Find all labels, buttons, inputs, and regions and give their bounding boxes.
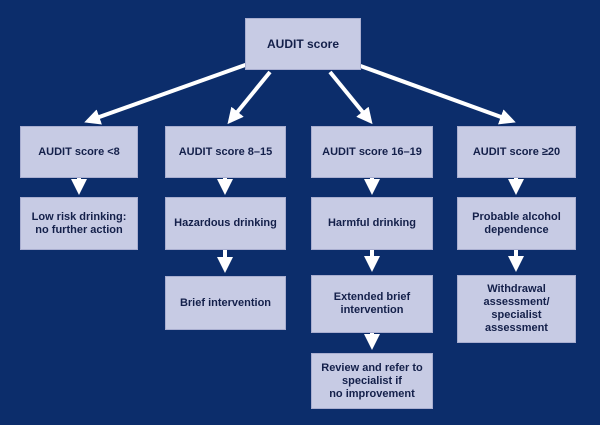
action-box-withdrawal-assessment: Withdrawal assessment/ specialist assess… — [457, 275, 576, 343]
score-box-low: AUDIT score <8 — [20, 126, 138, 178]
arrow-root-to-score-1 — [84, 62, 249, 125]
outcome-box-hazardous: Hazardous drinking — [165, 197, 286, 250]
arrow-root-to-score-4 — [354, 62, 516, 125]
arrow-root-to-score-3 — [328, 70, 373, 125]
action-box-extended-brief-intervention: Extended brief intervention — [311, 275, 433, 333]
action-box-brief-intervention: Brief intervention — [165, 276, 286, 330]
outcome-box-low-risk: Low risk drinking: no further action — [20, 197, 138, 250]
audit-score-root-box: AUDIT score — [245, 18, 361, 70]
arrow-root-to-score-2 — [227, 70, 272, 125]
outcome-box-probable-dependence: Probable alcohol dependence — [457, 197, 576, 250]
score-box-dependence: AUDIT score ≥20 — [457, 126, 576, 178]
outcome-box-harmful: Harmful drinking — [311, 197, 433, 250]
score-box-hazardous: AUDIT score 8–15 — [165, 126, 286, 178]
score-box-harmful: AUDIT score 16–19 — [311, 126, 433, 178]
action-box-review-and-refer: Review and refer to specialist if no imp… — [311, 353, 433, 409]
